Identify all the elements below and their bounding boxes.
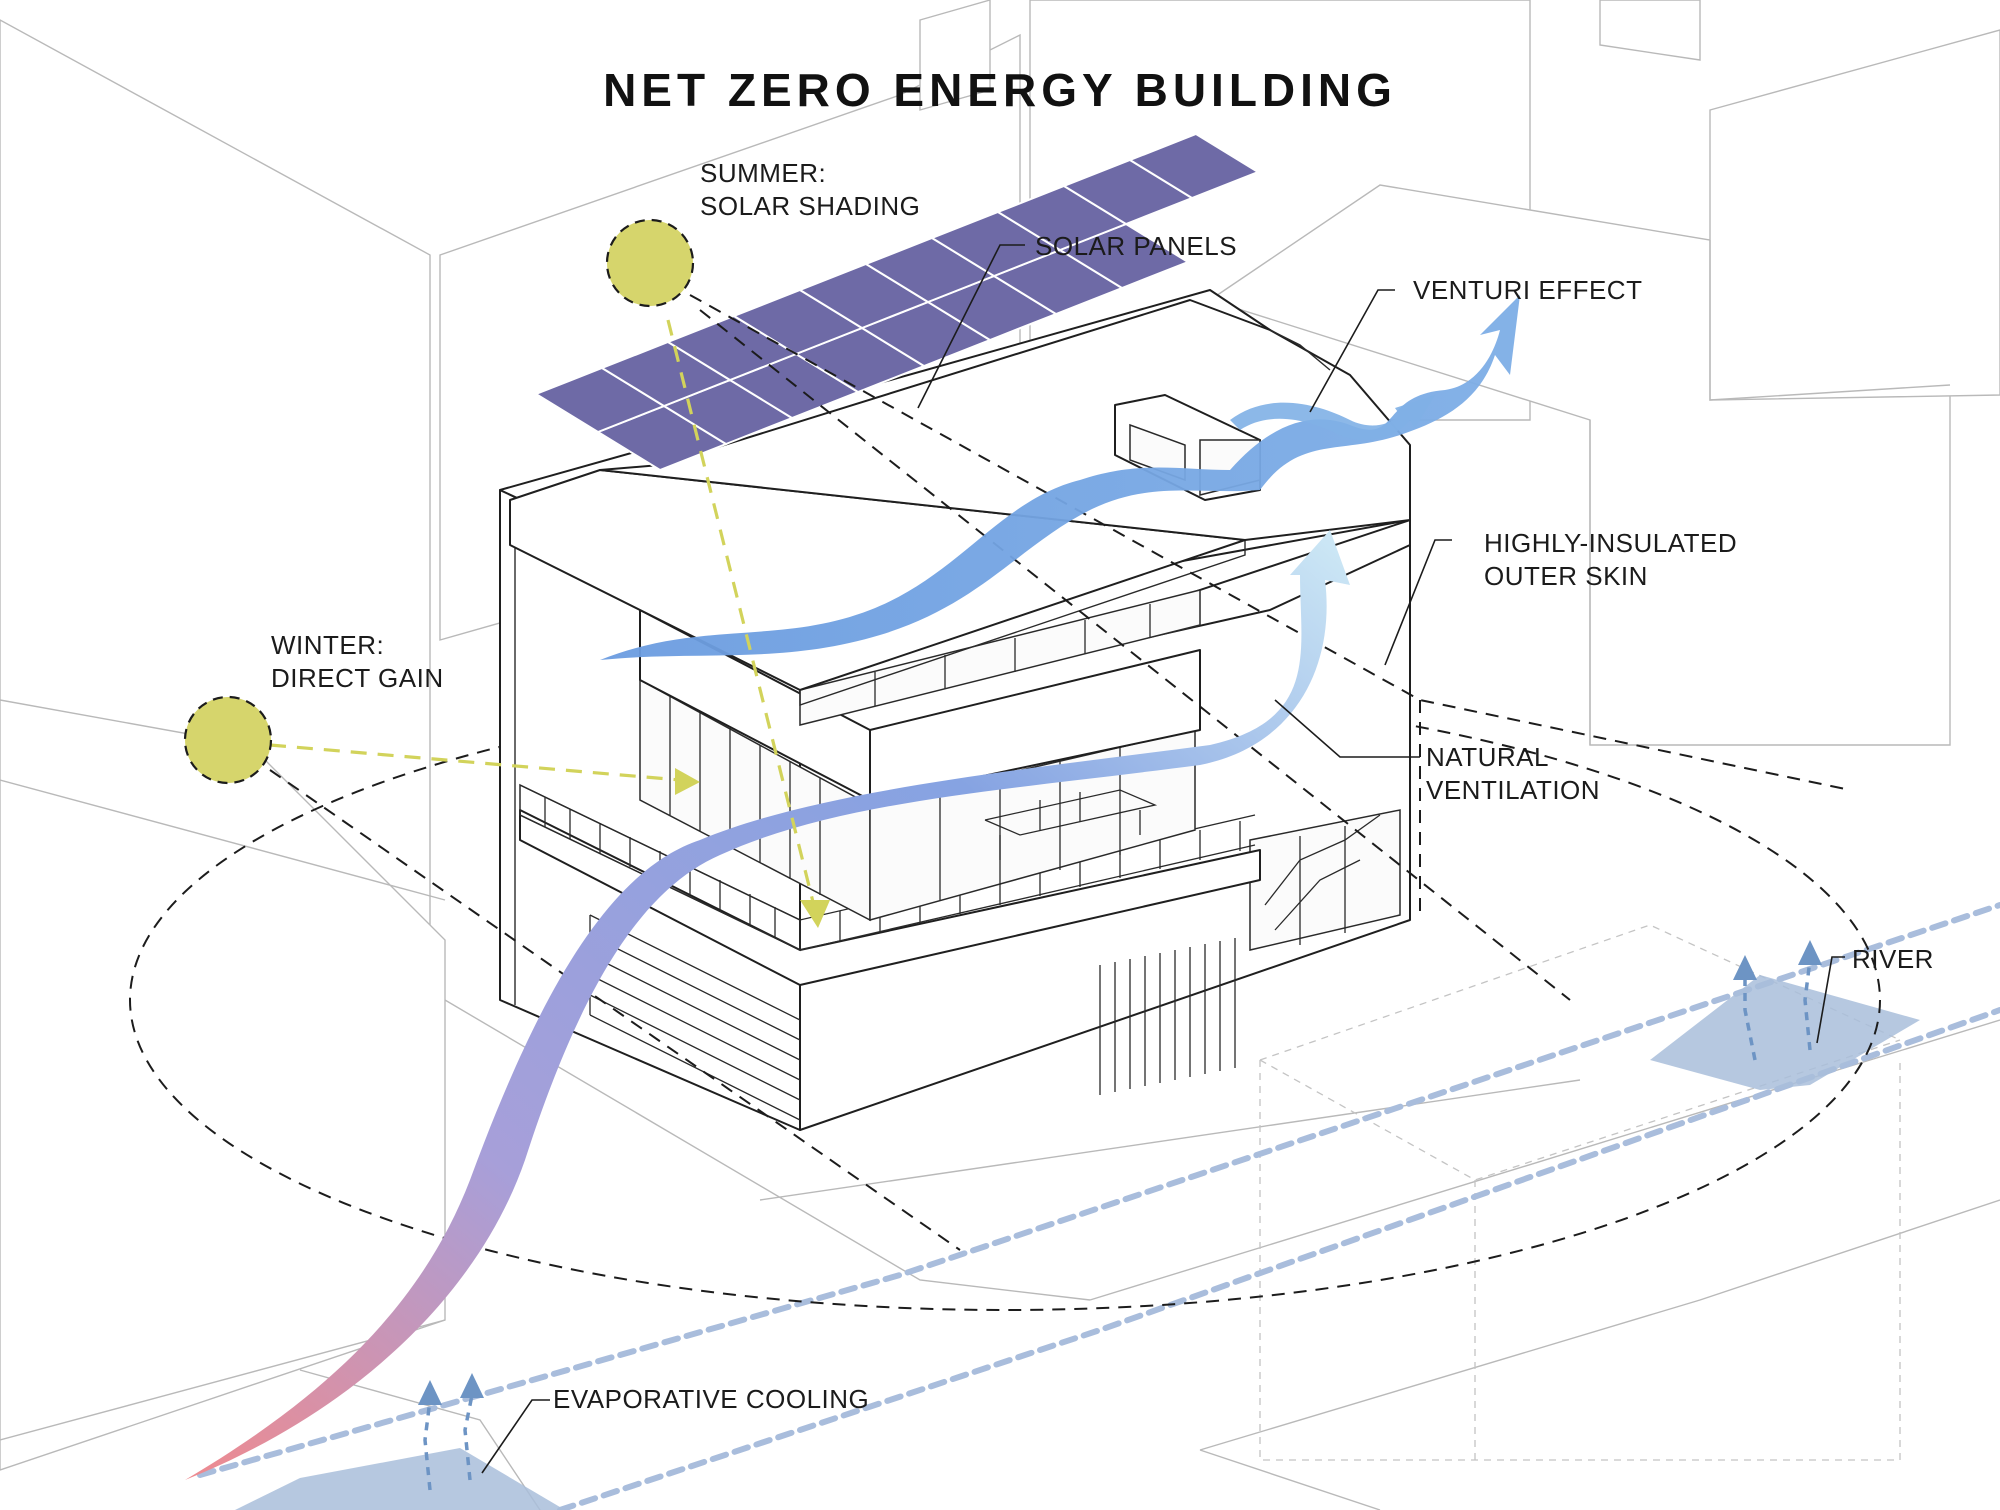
clerestory-windows	[799, 589, 1201, 726]
sun-icon	[183, 695, 273, 785]
leader-natural-ventilation	[1274, 699, 1420, 758]
leader-river	[1816, 956, 1845, 1044]
summer-label-line2: SOLAR SHADING	[700, 191, 920, 221]
solar-panel	[1127, 132, 1261, 200]
river-pool	[1650, 975, 1920, 1090]
page-title: NET ZERO ENERGY BUILDING	[603, 64, 1397, 116]
insulated-skin-label-line2: OUTER SKIN	[1484, 561, 1648, 591]
summer-label-line1: SUMMER:	[700, 158, 826, 188]
airflow	[185, 295, 1520, 1480]
solar-panels-label: SOLAR PANELS	[1035, 231, 1237, 261]
entry-gate	[1099, 938, 1236, 1095]
garage-door	[589, 914, 801, 1121]
sun-icon	[605, 218, 695, 308]
leader-insulated-skin	[1384, 539, 1452, 666]
evaporative-pool	[235, 1448, 565, 1510]
natural-ventilation-label-line2: VENTILATION	[1426, 775, 1600, 805]
winter-sun-group	[183, 695, 700, 795]
winter-ray-arrowhead	[675, 768, 700, 795]
sun-path-lines	[269, 294, 1851, 1251]
vapor-arrows	[418, 940, 1822, 1491]
insulated-skin-label-line1: HIGHLY-INSULATED	[1484, 528, 1737, 558]
solar-panels	[533, 132, 1261, 472]
summer-ray-arrowhead	[800, 900, 830, 928]
winter-label-line1: WINTER:	[271, 630, 384, 660]
summer-sun-group	[605, 218, 830, 928]
leader-lines	[481, 244, 1845, 1474]
ghost-volume	[1259, 924, 1901, 1461]
dining-furniture	[984, 789, 1158, 860]
venturi-airflow-arrow	[1230, 395, 1435, 440]
venturi-effect-label: VENTURI EFFECT	[1413, 275, 1642, 305]
river-label: RIVER	[1852, 944, 1934, 974]
winter-label-line2: DIRECT GAIN	[271, 663, 444, 693]
natural-ventilation-label-line1: NATURAL	[1426, 742, 1549, 772]
river	[197, 902, 2000, 1510]
intake-airflow-arrow	[185, 530, 1350, 1480]
house	[499, 289, 1411, 1131]
leader-venturi	[1309, 289, 1395, 413]
summer-sun-ray	[666, 319, 817, 911]
evaporative-cooling-label: EVAPORATIVE COOLING	[553, 1384, 869, 1414]
winter-sun-ray	[269, 743, 681, 782]
leader-evaporative	[481, 1399, 550, 1474]
leader-solar-panels	[917, 244, 1025, 409]
stair-glazing	[1249, 809, 1401, 951]
